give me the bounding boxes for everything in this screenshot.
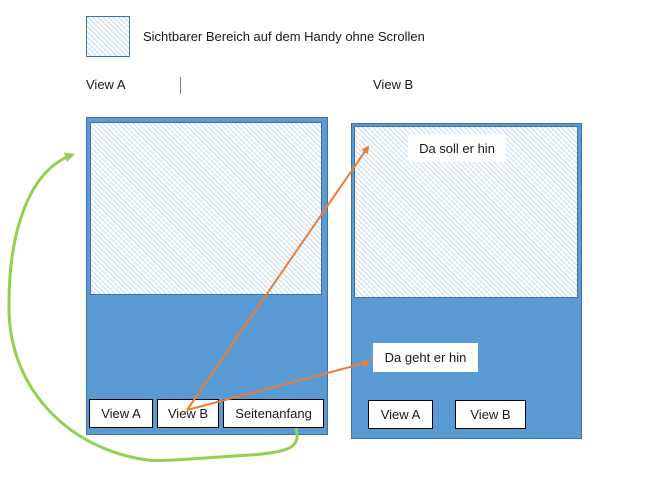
view-b-button-view-a[interactable]: View A bbox=[368, 400, 433, 429]
view-a-title: View A bbox=[86, 77, 126, 92]
view-a-button-seitenanfang[interactable]: Seitenanfang bbox=[223, 399, 324, 428]
arrow-scroll-to-top bbox=[7, 152, 299, 463]
divider bbox=[180, 77, 181, 94]
legend-swatch bbox=[86, 16, 130, 57]
view-b-button-view-b[interactable]: View B bbox=[455, 400, 526, 429]
callout-target: Da soll er hin bbox=[408, 134, 506, 162]
view-a-button-view-a[interactable]: View A bbox=[89, 399, 153, 428]
view-b-title: View B bbox=[373, 77, 414, 92]
view-a-visible-area bbox=[90, 122, 322, 295]
arrow-actual-target bbox=[186, 359, 371, 411]
callout-actual: Da geht er hin bbox=[373, 343, 478, 372]
legend-text: Sichtbarer Bereich auf dem Handy ohne Sc… bbox=[143, 29, 425, 44]
arrow-intended-target bbox=[186, 145, 370, 411]
